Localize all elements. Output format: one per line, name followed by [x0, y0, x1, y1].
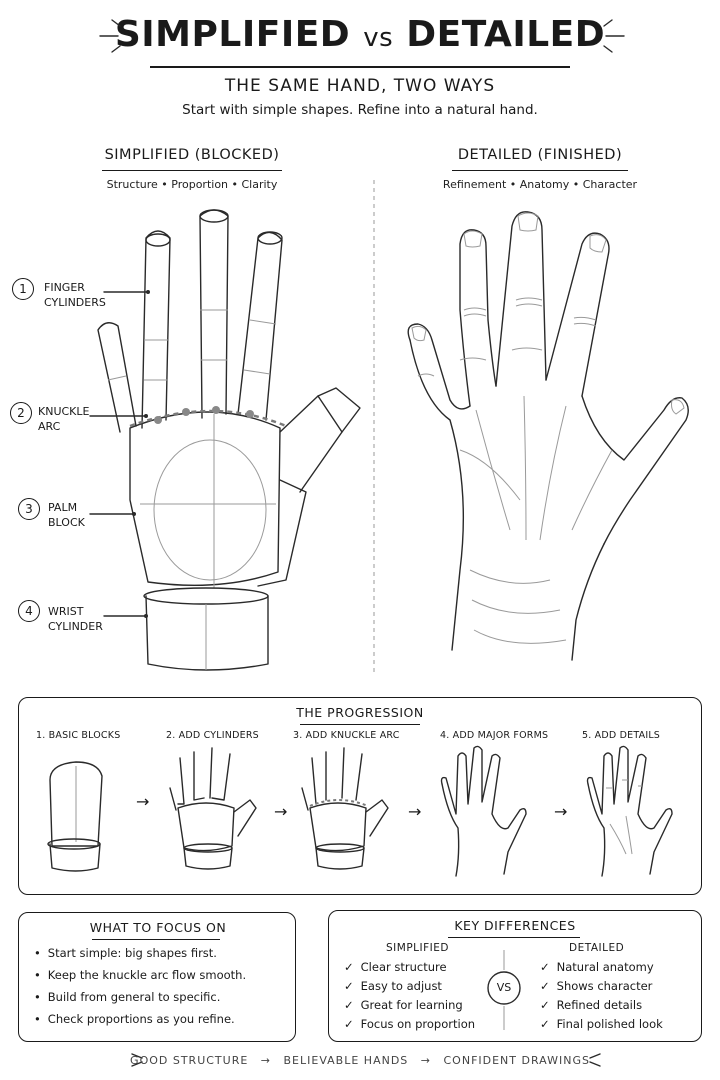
differences-right-list: Natural anatomy Shows character Refined … [540, 958, 663, 1034]
progression-title-rule [300, 724, 420, 725]
progression-step-1: 1. BASIC BLOCKS [36, 730, 121, 741]
subtitle: THE SAME HAND, TWO WAYS [224, 76, 496, 96]
difference-item: Great for learning [344, 996, 475, 1015]
differences-right-heading: DETAILED [569, 942, 625, 954]
callout-2-line2: ARC [38, 420, 61, 433]
focus-item: Keep the knuckle arc flow smooth. [34, 964, 246, 986]
title-accent-left-icon [99, 19, 121, 53]
right-heading: DETAILED (FINISHED) [457, 147, 623, 163]
differences-left-list: Clear structure Easy to adjust Great for… [344, 958, 475, 1034]
footer-part-a: GOOD STRUCTURE [130, 1054, 249, 1067]
title-left: SIMPLIFIED [114, 14, 351, 55]
progression-thumbnail-1 [47, 761, 103, 872]
difference-item: Natural anatomy [540, 958, 663, 977]
footer-arrow-1: → [260, 1054, 272, 1067]
difference-item: Refined details [540, 996, 663, 1015]
focus-item: Start simple: big shapes first. [34, 942, 246, 964]
progression-arrow-1: → [136, 792, 150, 811]
title-underline [150, 66, 570, 68]
focus-item: Check proportions as you refine. [34, 1008, 246, 1030]
footer-part-b: BELIEVABLE HANDS [283, 1054, 409, 1067]
progression-arrow-4: → [554, 802, 568, 821]
difference-item: Final polished look [540, 1015, 663, 1034]
callout-3-line2: BLOCK [48, 516, 85, 529]
progression-step-3: 3. ADD KNUCKLE ARC [293, 730, 400, 741]
differences-left-heading: SIMPLIFIED [386, 942, 449, 954]
callout-3-line1: PALM [48, 501, 78, 514]
detailed-hand-illustration [407, 211, 689, 661]
callout-number-1: 1 [12, 278, 34, 300]
differences-title: KEY DIFFERENCES [454, 918, 576, 933]
callout-finger-cylinders: FINGER CYLINDERS [44, 280, 106, 310]
progression-thumbnail-4 [440, 745, 527, 877]
differences-panel [328, 910, 702, 1042]
callout-leader-lines [89, 290, 150, 618]
left-subheading: Structure • Proportion • Clarity [106, 178, 278, 191]
right-heading-rule [452, 170, 628, 171]
differences-title-rule [448, 937, 580, 938]
left-heading: SIMPLIFIED (BLOCKED) [104, 147, 280, 163]
progression-arrow-3: → [408, 802, 422, 821]
callout-1-line1: FINGER [44, 281, 85, 294]
title-accent-right-icon [603, 19, 625, 53]
callout-number-4: 4 [18, 600, 40, 622]
footer-slogan: GOOD STRUCTURE → BELIEVABLE HANDS → CONF… [0, 1054, 720, 1067]
callout-number-2: 2 [10, 402, 32, 424]
callout-wrist-cylinder: WRIST CYLINDER [48, 604, 103, 634]
footer-part-c: CONFIDENT DRAWINGS [443, 1054, 590, 1067]
callout-knuckle-arc: KNUCKLE ARC [38, 404, 89, 434]
vs-divider [487, 950, 521, 1030]
progression-arrow-2: → [274, 802, 288, 821]
callout-number-3: 3 [18, 498, 40, 520]
progression-thumbnail-3 [301, 747, 389, 870]
footer-accent-left-icon [131, 1053, 143, 1067]
tagline: Start with simple shapes. Refine into a … [182, 102, 538, 118]
difference-item: Easy to adjust [344, 977, 475, 996]
progression-panel [18, 697, 702, 895]
callout-palm-block: PALM BLOCK [48, 500, 85, 530]
vs-badge: VS [496, 981, 512, 994]
title-vs: vs [363, 23, 394, 53]
focus-item: Build from general to specific. [34, 986, 246, 1008]
column-divider [373, 180, 375, 675]
progression-step-2: 2. ADD CYLINDERS [166, 730, 259, 741]
difference-item: Shows character [540, 977, 663, 996]
focus-list: Start simple: big shapes first. Keep the… [34, 942, 246, 1030]
progression-step-5: 5. ADD DETAILS [582, 730, 661, 741]
footer-accent-right-icon [589, 1053, 601, 1067]
focus-panel [18, 912, 296, 1042]
focus-title: WHAT TO FOCUS ON [89, 920, 227, 935]
difference-item: Clear structure [344, 958, 475, 977]
progression-thumbnail-5 [586, 745, 673, 877]
difference-item: Focus on proportion [344, 1015, 475, 1034]
focus-title-rule [92, 939, 220, 940]
title-right: DETAILED [406, 14, 606, 55]
callout-2-line1: KNUCKLE [38, 405, 90, 418]
callout-4-line2: CYLINDER [48, 620, 103, 633]
progression-step-4: 4. ADD MAJOR FORMS [440, 730, 549, 741]
right-subheading: Refinement • Anatomy • Character [442, 178, 638, 191]
progression-title: THE PROGRESSION [296, 705, 424, 720]
footer-arrow-2: → [420, 1054, 431, 1067]
simplified-hand-illustration [97, 209, 361, 671]
callout-4-line1: WRIST [48, 605, 84, 618]
callout-1-line2: CYLINDERS [44, 296, 106, 309]
progression-thumbnail-2 [169, 747, 257, 870]
left-heading-rule [102, 170, 282, 171]
page-title: SIMPLIFIED vs DETAILED [0, 14, 720, 55]
